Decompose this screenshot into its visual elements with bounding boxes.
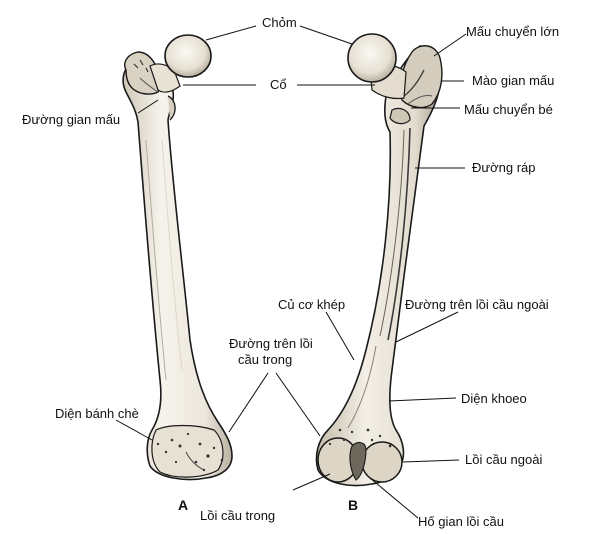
femur-b-intercondylar-fossa [349, 441, 367, 481]
label-adductor-tubercle: Củ cơ khép [278, 297, 346, 312]
femur-b-lateral-condyle [361, 441, 403, 483]
label-intertrochanteric-crest: Mào gian mấu [472, 73, 555, 88]
label-lateral-supracondylar-line: Đường trên lồi cầu ngoài [405, 297, 549, 312]
label-intertrochanteric-line: Đường gian mấu [22, 112, 121, 127]
femur-b-lesser-trochanter [389, 107, 411, 125]
femur-anterior-view [122, 34, 233, 481]
view-letter-a: A [178, 497, 189, 513]
femur-b-head [347, 33, 397, 83]
label-greater-trochanter: Mấu chuyển lớn [466, 24, 560, 39]
view-letter-b: B [348, 497, 359, 513]
label-medial-supracondylar-line-1: Đường trên lồi [229, 336, 313, 351]
leader-lines [115, 25, 467, 519]
femur-a-head [164, 34, 212, 78]
label-lesser-trochanter: Mấu chuyển bé [464, 102, 553, 117]
label-linea-aspera: Đường ráp [472, 160, 536, 175]
femur-a-patellar-surface [151, 424, 224, 478]
femur-posterior-view [315, 33, 443, 487]
label-intercondylar-fossa: Hố gian lồi cầu [418, 514, 504, 529]
label-head: Chỏm [262, 15, 297, 30]
label-medial-supracondylar-line-2: cầu trong [238, 352, 293, 367]
label-lateral-condyle: Lồi cầu ngoài [465, 452, 543, 467]
femur-a-body [122, 60, 233, 481]
femur-b-linea-aspera [387, 127, 411, 341]
femur-b-body [315, 45, 441, 487]
label-patellar-surface: Diện bánh chè [55, 406, 139, 421]
label-neck: Cổ [270, 77, 287, 92]
label-medial-condyle: Lồi cầu trong [200, 508, 276, 523]
label-popliteal-surface: Diện khoeo [461, 391, 527, 406]
